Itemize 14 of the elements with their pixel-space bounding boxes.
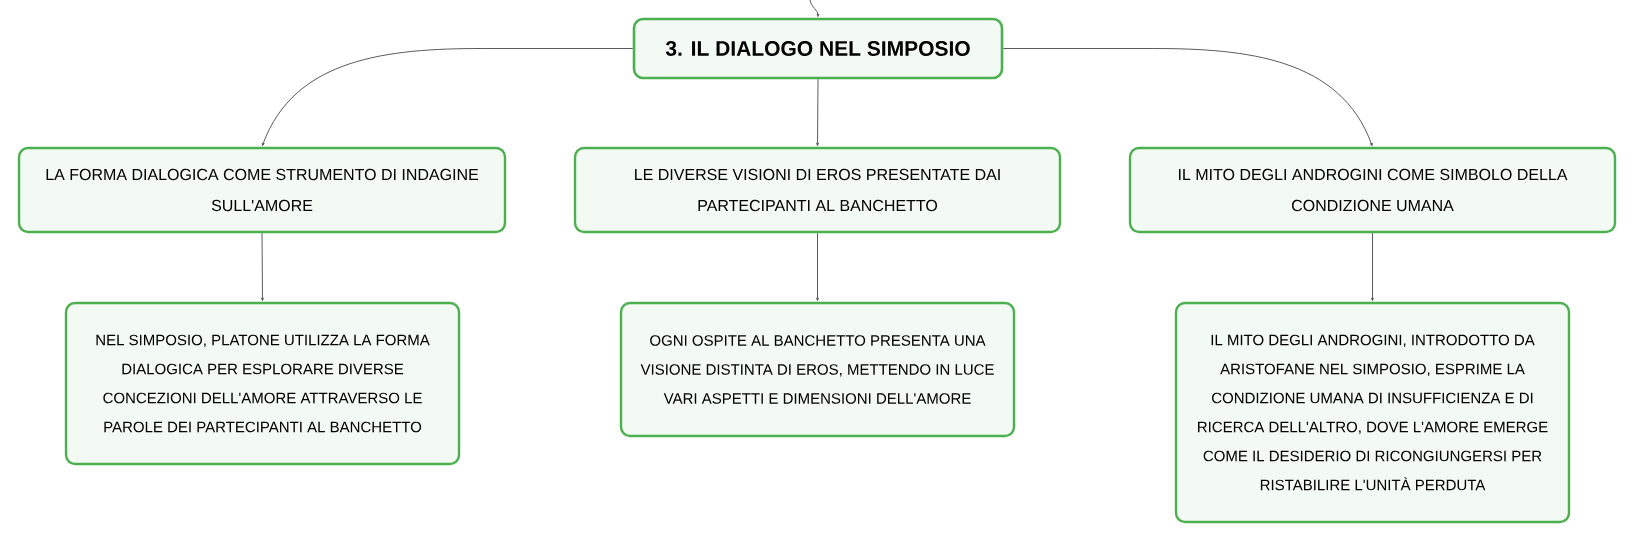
arrow: [1371, 232, 1374, 302]
detail-box: IL MITO DEGLI ANDROGINI, INTRODOTTO DA ARISTOFANE NEL SIMPOSIO, ESPRIME LA CONDIZIONE UMANA DI INSUFFICIENZA E DI RICERCA DELL'ALTRO, DOVE L'AMORE EMERGE COME IL DESIDERIO DI RICONGIUNGERSI PER RISTABILIRE L'UNITÀ PERDUTA: [1174, 301, 1571, 524]
arrow: [816, 232, 819, 302]
central-topic-box: 3. IL DIALOGO NEL SIMPOSIO: [632, 17, 1004, 80]
arrow: [261, 48, 634, 147]
topic-box: LE DIVERSE VISIONI DI EROS PRESENTATE DAI PARTECIPANTI AL BANCHETTO: [573, 146, 1062, 234]
arrow: [809, 0, 820, 17]
detail-box: OGNI OSPITE AL BANCHETTO PRESENTA UNA VISIONE DISTINTA DI EROS, METTENDO IN LUCE VARI ASPETTI E DIMENSIONI DELL'AMORE: [619, 301, 1016, 438]
topic-box: IL MITO DEGLI ANDROGINI COME SIMBOLO DELLA CONDIZIONE UMANA: [1128, 146, 1617, 234]
arrow: [261, 232, 264, 302]
arrow: [1002, 48, 1373, 147]
detail-box: NEL SIMPOSIO, PLATONE UTILIZZA LA FORMA DIALOGICA PER ESPLORARE DIVERSE CONCEZIONI DELL'AMORE ATTRAVERSO LE PAROLE DEI PARTECIPANTI AL BANCHETTO: [64, 301, 461, 466]
arrow: [816, 78, 819, 147]
topic-box: LA FORMA DIALOGICA COME STRUMENTO DI INDAGINE SULL'AMORE: [17, 146, 507, 234]
